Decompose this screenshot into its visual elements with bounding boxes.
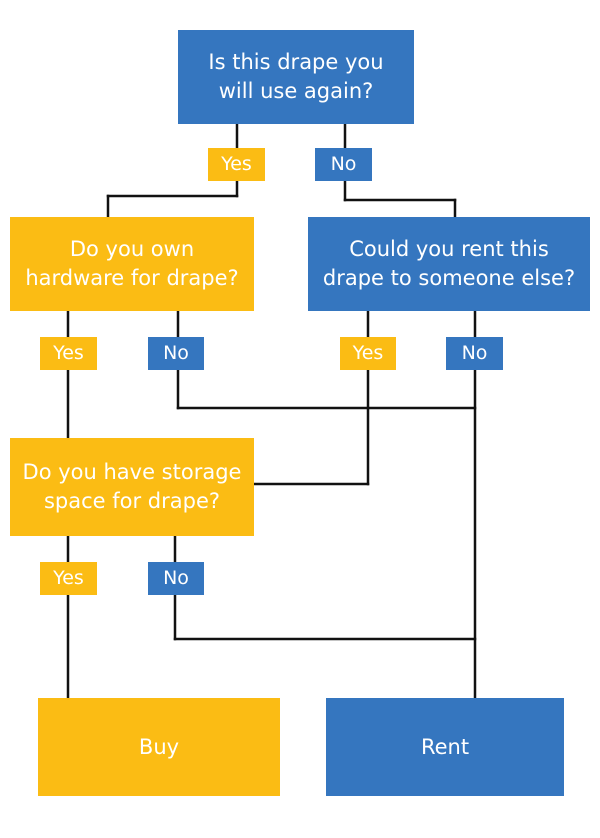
outcome-buy: Buy xyxy=(38,698,280,796)
no-label: No xyxy=(148,337,204,370)
question-own-hardware: Do you own hardware for drape? xyxy=(10,217,254,311)
outcome-rent-text: Rent xyxy=(420,734,470,759)
no-label: No xyxy=(446,337,503,370)
question-storage-space: Do you have storage space for drape? xyxy=(10,438,254,536)
outcome-rent: Rent xyxy=(326,698,564,796)
yes-label: Yes xyxy=(208,148,265,181)
yes-label: Yes xyxy=(40,562,97,595)
question-own-hardware-text: Do you own hardware for drape? xyxy=(25,237,239,290)
question-rent-to-others-text: Could you rent this drape to someone els… xyxy=(322,237,576,290)
question-rent-to-others: Could you rent this drape to someone els… xyxy=(308,217,590,311)
yes-label: Yes xyxy=(340,337,396,370)
outcome-buy-text: Buy xyxy=(138,734,180,759)
question-storage-space-text: Do you have storage space for drape? xyxy=(22,460,242,513)
question-use-again-text: Is this drape you will use again? xyxy=(208,50,384,103)
yes-label: Yes xyxy=(40,337,97,370)
question-use-again: Is this drape you will use again? xyxy=(178,30,414,124)
no-label: No xyxy=(315,148,372,181)
no-label: No xyxy=(148,562,204,595)
